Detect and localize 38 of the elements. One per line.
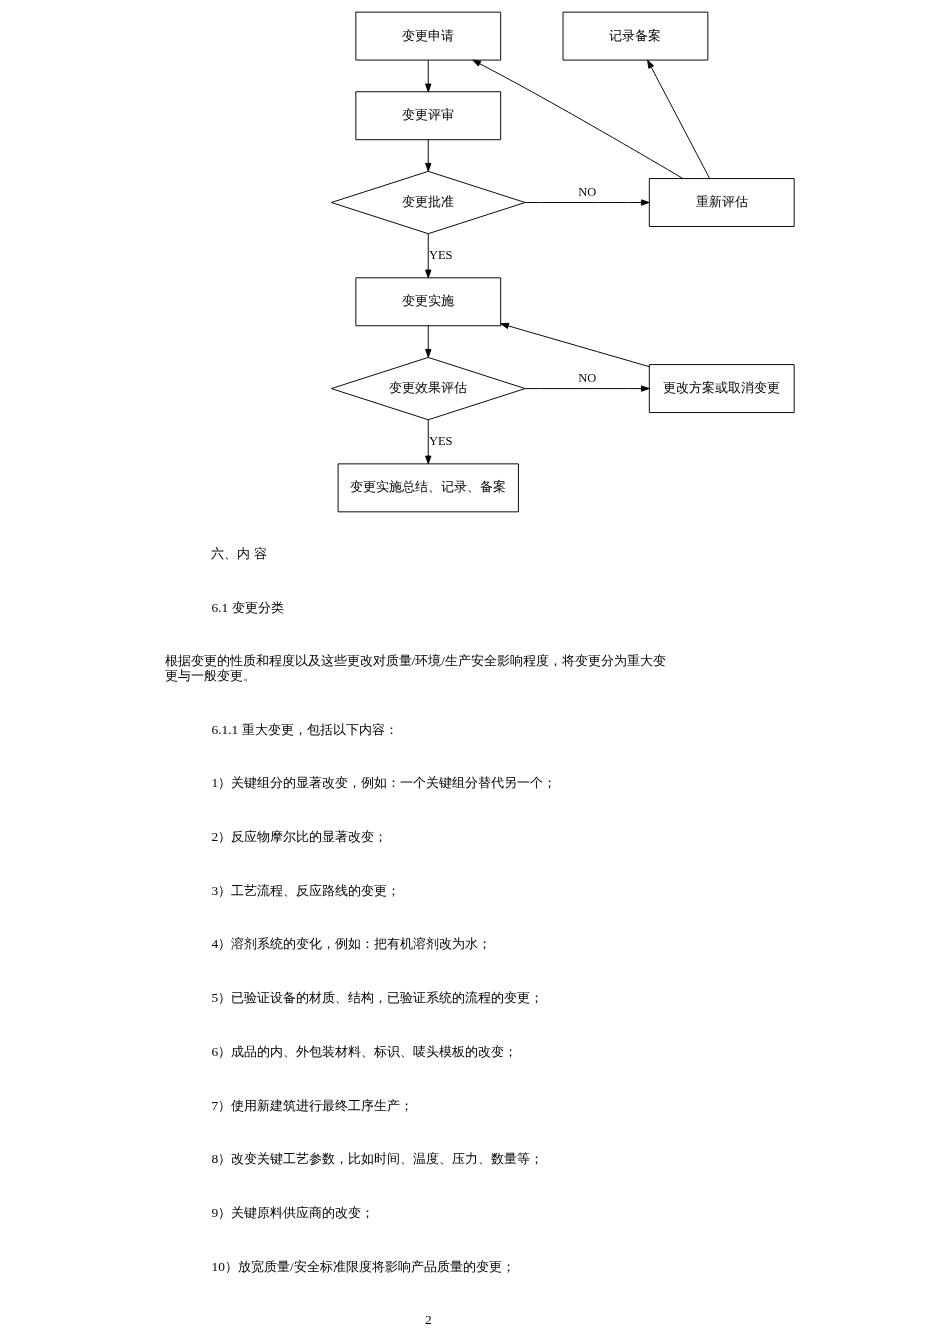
label: 8）改变关键工艺参数，比如时间、温度、压力、数量等； bbox=[211, 1151, 543, 1167]
label: 2）反应物摩尔比的显著改变； bbox=[211, 828, 387, 844]
node-diamond: 变更效果评估 bbox=[330, 356, 526, 421]
arrow bbox=[424, 59, 431, 93]
node-box: 变更申请 bbox=[354, 11, 501, 61]
arrow bbox=[499, 322, 650, 368]
edge-label: NO bbox=[577, 371, 596, 386]
edge-label: YES bbox=[428, 248, 452, 263]
label: 7）使用新建筑进行最终工序生产； bbox=[211, 1097, 413, 1113]
label: 10）放宽质量/安全标准限度将影响产品质量的变更； bbox=[211, 1258, 515, 1274]
node-box: 重新评估 bbox=[648, 178, 795, 227]
label: 2 bbox=[424, 1312, 432, 1328]
node-box: 变更实施总结、记录、备案 bbox=[337, 463, 519, 513]
arrow bbox=[646, 59, 710, 179]
arrow bbox=[471, 59, 683, 179]
node-diamond: 变更批准 bbox=[330, 170, 526, 235]
node-box: 变更评审 bbox=[354, 91, 501, 141]
arrow bbox=[424, 325, 431, 358]
node-box: 记录备案 bbox=[562, 11, 708, 61]
arrow bbox=[424, 419, 431, 465]
label: 3）工艺流程、反应路线的变更； bbox=[211, 882, 400, 898]
node-box: 变更实施 bbox=[354, 277, 501, 327]
label: 4）溶剂系统的变化，例如：把有机溶剂改为水； bbox=[211, 936, 491, 952]
label: 根据变更的性质和程度以及这些更改对质量/环境/生产安全影响程度，将变更分为重大变更与一般变更。 bbox=[164, 653, 666, 683]
arrow bbox=[524, 385, 650, 392]
arrow bbox=[524, 199, 650, 206]
edge-label: YES bbox=[428, 434, 452, 449]
label: 9）关键原料供应商的改变； bbox=[211, 1204, 374, 1220]
label: 6.1.1 重大变更，包括以下内容： bbox=[211, 721, 398, 737]
arrow bbox=[424, 233, 431, 279]
edge-label: NO bbox=[577, 185, 596, 200]
label: 6.1 变更分类 bbox=[211, 599, 284, 615]
label: 5）已验证设备的材质、结构，已验证系统的流程的变更； bbox=[211, 990, 543, 1006]
label: 6）成品的内、外包装材料、标识、唛头模板的改变； bbox=[211, 1043, 517, 1059]
arrow bbox=[424, 139, 431, 172]
node-box: 更改方案或取消变更 bbox=[648, 364, 795, 414]
label: 1）关键组分的显著改变，例如：一个关键组分替代另一个； bbox=[211, 775, 556, 791]
label: 六、内 容 bbox=[211, 546, 267, 562]
